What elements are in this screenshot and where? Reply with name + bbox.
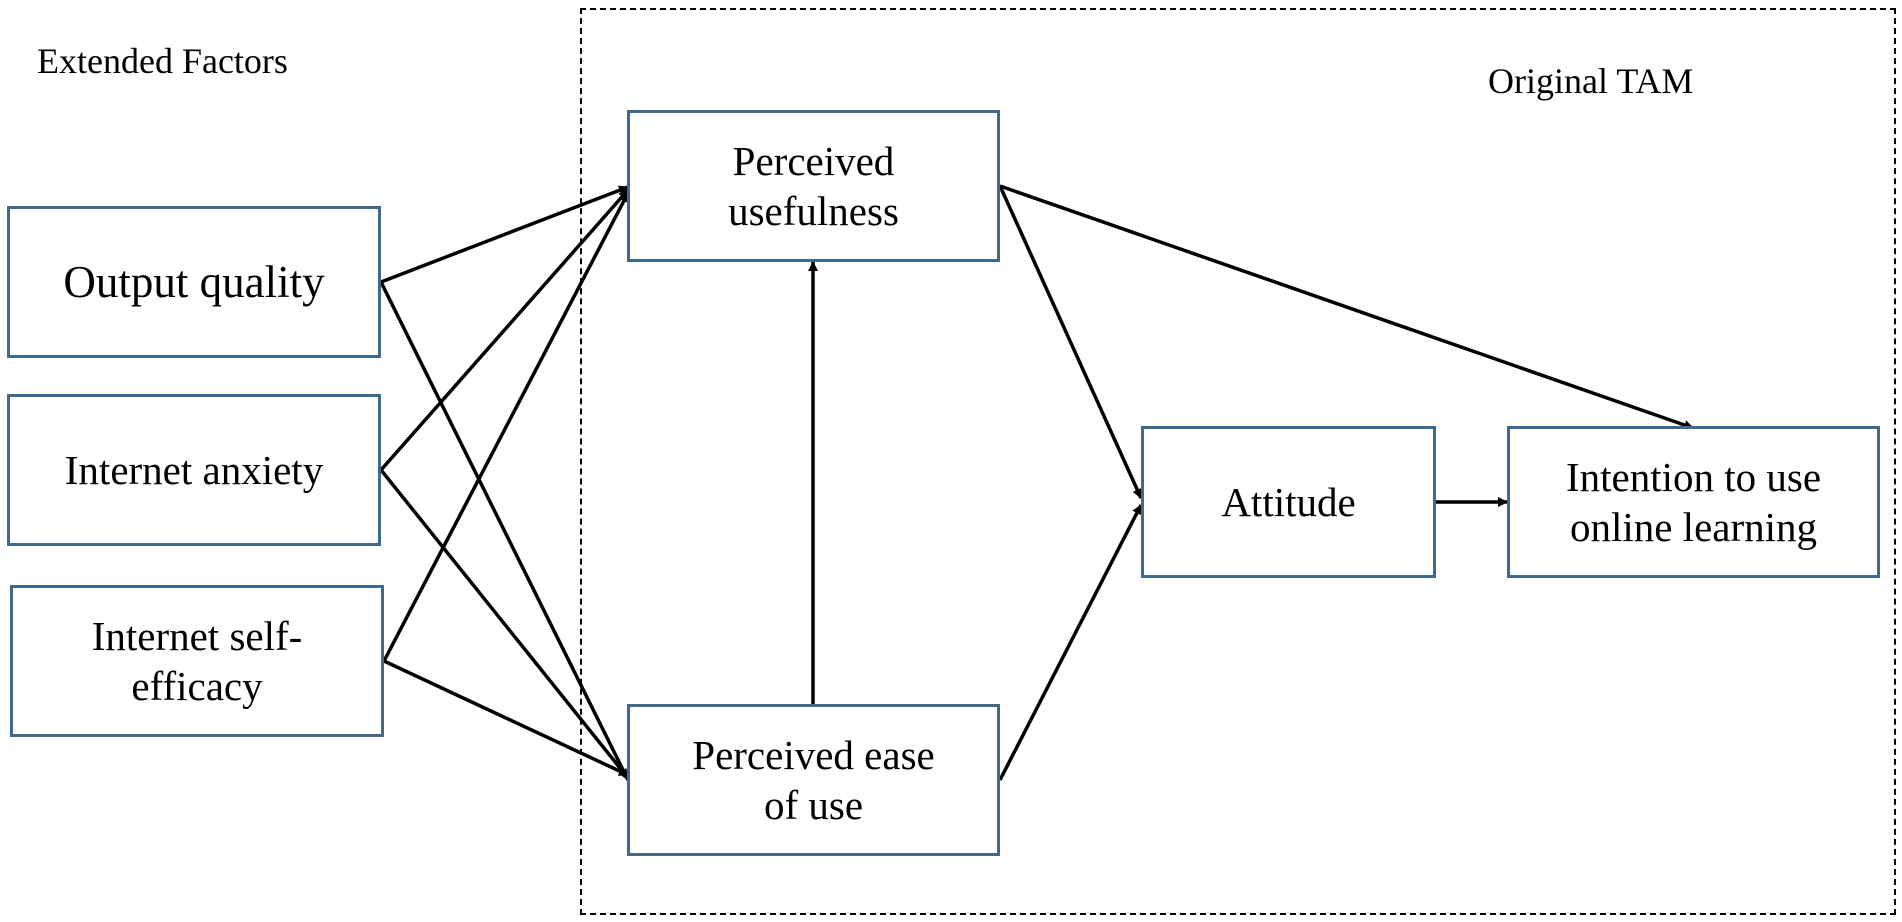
original-tam-boundary [580,8,1896,915]
arrow-perceived-usefulness-to-intention-to-use [999,184,1694,430]
perceived-ease-of-use-node: Perceived ease of use [627,704,1000,856]
arrow-internet-anxiety-to-perceived-usefulness [379,188,630,472]
arrow-perceived-ease-of-use-to-attitude [998,504,1143,781]
arrow-internet-self-efficacy-to-perceived-usefulness [382,192,630,662]
arrow-perceived-usefulness-to-attitude [998,185,1143,499]
internet-anxiety-node: Internet anxiety [7,394,381,546]
arrow-output-quality-to-perceived-usefulness [380,185,629,284]
arrow-output-quality-to-perceived-ease-of-use [379,281,630,781]
arrow-internet-self-efficacy-to-perceived-ease-of-use [383,659,629,777]
internet-self-efficacy-node: Internet self- efficacy [10,585,384,737]
extended-factors-label: Extended Factors [37,41,288,81]
original-tam-label: Original TAM [1488,61,1694,101]
perceived-usefulness-node: Perceived usefulness [627,110,1000,262]
output-quality-node: Output quality [7,206,381,358]
attitude-node: Attitude [1141,426,1436,578]
arrow-internet-anxiety-to-perceived-ease-of-use [379,468,630,780]
intention-to-use-node: Intention to use online learning [1507,426,1880,578]
